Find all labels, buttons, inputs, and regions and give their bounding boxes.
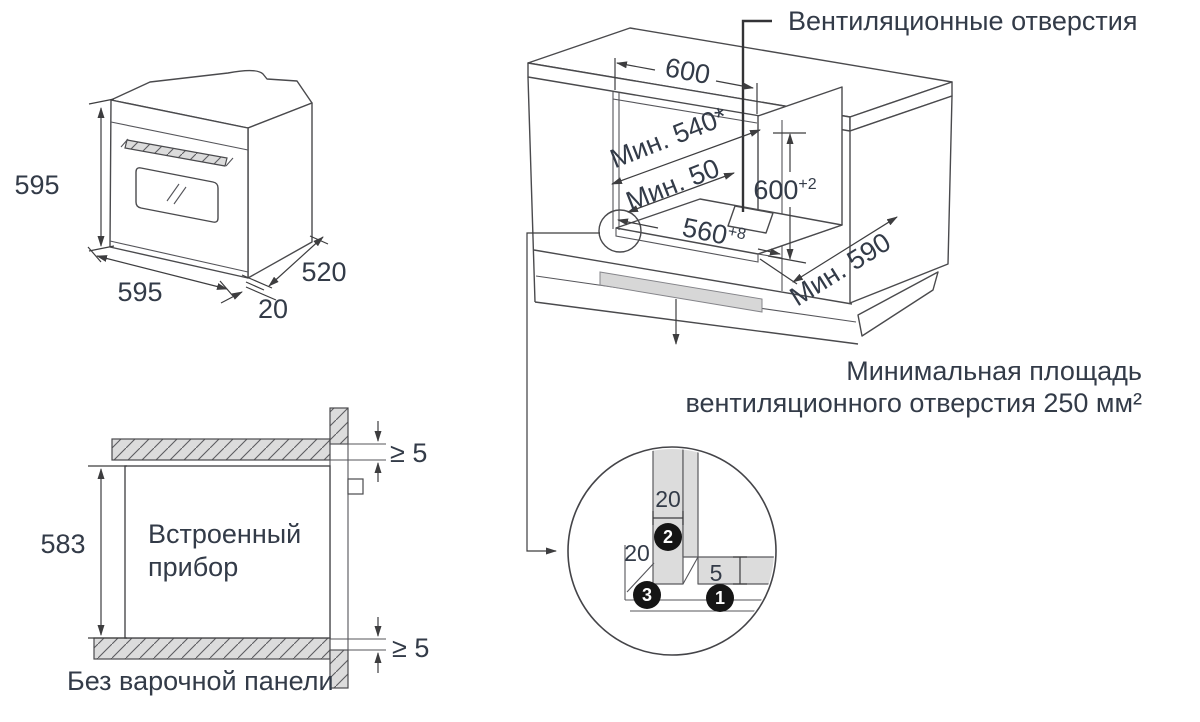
- section-appliance-label-line2: прибор: [148, 552, 238, 582]
- back-gap-dim-line: [627, 172, 735, 213]
- badge-1-number: 1: [715, 588, 725, 608]
- oven-top-face: [110, 69, 313, 129]
- niche-vent-notch: [727, 205, 774, 234]
- oven-control-panel-line: [110, 121, 249, 151]
- section-top-shelf: [111, 438, 331, 461]
- niche-height-label: 600+2: [753, 175, 816, 205]
- top-width-ext-lines: [614, 58, 758, 114]
- detail-leader-arrow: [526, 232, 600, 555]
- cabinet-front-bottom-edge: [533, 249, 853, 305]
- cabinet-bottom-edge: [534, 301, 859, 345]
- section-handle: [347, 478, 364, 495]
- oven-isometric-view: 595 595 520 20: [14, 69, 347, 324]
- detail-panel-width-label: 20: [655, 486, 681, 512]
- cabinet-plinth-side: [857, 271, 939, 337]
- min-depth-ext-line: [759, 258, 798, 285]
- top-width-dim-right: [715, 80, 754, 90]
- oven-right-face: [247, 102, 313, 279]
- section-view: 583 ≥ 5 ≥ 5 Встроенный прибор Без варочн…: [40, 407, 429, 696]
- oven-height-ext-ticks: [88, 98, 115, 252]
- oven-depth-dim-line: [268, 236, 324, 287]
- detail-lip-label: 5: [710, 560, 723, 586]
- niche-top-inner-line: [612, 98, 758, 124]
- base-vent-slot: [599, 271, 763, 313]
- oven-handle-ends: [120, 138, 234, 167]
- section-caption: Без варочной панели: [67, 666, 334, 696]
- oven-height-label: 595: [14, 170, 59, 200]
- niche-width-dim-left: [617, 218, 659, 229]
- detail-side-gap-label: 20: [624, 540, 650, 566]
- section-appliance-label-line1: Встроенный: [148, 519, 301, 549]
- niche-width-dim-right: [757, 248, 781, 256]
- section-gap-lines: [330, 443, 386, 651]
- oven-door-offset-label: 20: [258, 294, 288, 324]
- detail-vertical-panel: [652, 449, 684, 585]
- detail-panel-dim: [652, 511, 684, 525]
- niche-shelf-front-edge: [615, 228, 759, 263]
- top-width-dim-left: [616, 61, 656, 71]
- detail-miter-line: [682, 556, 699, 585]
- section-gap-top-label: ≥ 5: [390, 438, 427, 468]
- oven-door-window: [135, 167, 219, 223]
- oven-door-ext-ticks: [241, 274, 277, 301]
- badge-3-number: 3: [642, 585, 652, 605]
- detail-gap-diagonal: [626, 562, 655, 593]
- section-gap-bottom-label: ≥ 5: [392, 633, 429, 663]
- oven-width-label: 595: [117, 277, 162, 307]
- oven-door-dim-arrow: [220, 291, 243, 304]
- section-height-ext-lines: [88, 465, 127, 639]
- badge-2-circle: [654, 523, 682, 551]
- vent-area-note-line2: вентиляционного отверстия 250 мм²: [685, 388, 1142, 418]
- section-appliance-box: [124, 465, 331, 639]
- section-door-edges: [329, 444, 349, 650]
- badge-2-number: 2: [663, 527, 673, 547]
- oven-window-shine: [166, 183, 187, 205]
- detail-lip-dim: [733, 556, 747, 585]
- badge-3-circle: [633, 581, 661, 609]
- min-depth-dim-line: [792, 216, 898, 283]
- detail-vertical-sliver: [682, 449, 699, 558]
- oven-depth-label: 520: [301, 257, 346, 287]
- cabinet-left-edge: [527, 76, 536, 303]
- detail-contents: 20 20 5 2 3 1: [624, 449, 774, 612]
- vent-openings-label: Вентиляционные отверстия: [788, 6, 1138, 36]
- badge-1-circle: [706, 584, 734, 612]
- vent-area-note-line1: Минимальная площадь: [846, 356, 1142, 386]
- detail-marker-circle: [598, 209, 642, 253]
- section-height-label: 583: [40, 529, 85, 559]
- section-front-frame-top: [329, 407, 349, 445]
- detail-circle-view: 20 20 5 2 3 1: [567, 446, 777, 656]
- oven-handle: [124, 139, 228, 167]
- oven-width-dim-line: [96, 255, 228, 290]
- section-bottom-shelf: [93, 637, 331, 660]
